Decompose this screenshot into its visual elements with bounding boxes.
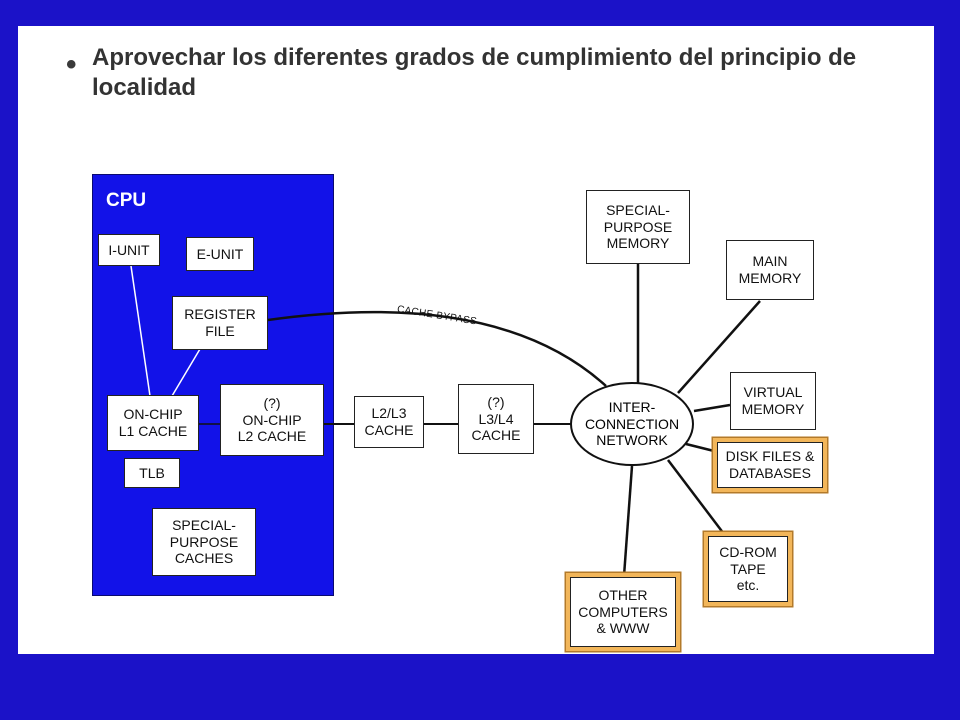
main-memory-box: MAIN MEMORY xyxy=(726,240,814,300)
line-network-disk-files xyxy=(685,442,719,454)
line-regfile-l1 xyxy=(171,348,201,397)
line-iunit-l1 xyxy=(130,265,151,397)
l1-cache-box: ON-CHIP L1 CACHE xyxy=(107,395,199,451)
slide: • Aprovechar los diferentes grados de cu… xyxy=(18,26,934,654)
connector-lines xyxy=(130,263,761,577)
line-network-main-memory xyxy=(677,300,761,394)
slide-title: Aprovechar los diferentes grados de cump… xyxy=(92,44,857,101)
cpu-label: CPU xyxy=(106,190,147,211)
bullet-point: • xyxy=(66,48,77,81)
cache-bypass-curve xyxy=(267,310,607,387)
i-unit-box: I-UNIT xyxy=(98,234,160,266)
line-network-virtual-memory xyxy=(693,403,731,413)
virtual-memory-box: VIRTUAL MEMORY xyxy=(730,372,816,430)
line-network-other-computers xyxy=(622,465,634,577)
other-computers-box: OTHER COMPUTERS & WWW xyxy=(570,577,676,647)
disk-files-box: DISK FILES & DATABASES xyxy=(717,442,823,488)
l2l3-cache-box: L2/L3 CACHE xyxy=(354,396,424,448)
special-caches-box: SPECIAL- PURPOSE CACHES xyxy=(152,508,256,576)
l3l4-cache-box: (?) L3/L4 CACHE xyxy=(458,384,534,454)
e-unit-box: E-UNIT xyxy=(186,237,254,271)
tlb-box: TLB xyxy=(124,458,180,488)
register-file-box: REGISTER FILE xyxy=(172,296,268,350)
special-purpose-memory-box: SPECIAL- PURPOSE MEMORY xyxy=(586,190,690,264)
l2-cache-box: (?) ON-CHIP L2 CACHE xyxy=(220,384,324,456)
line-network-cdrom xyxy=(667,459,725,535)
cdrom-box: CD-ROM TAPE etc. xyxy=(708,536,788,602)
interconnection-network-node: INTER- CONNECTION NETWORK xyxy=(570,382,694,466)
